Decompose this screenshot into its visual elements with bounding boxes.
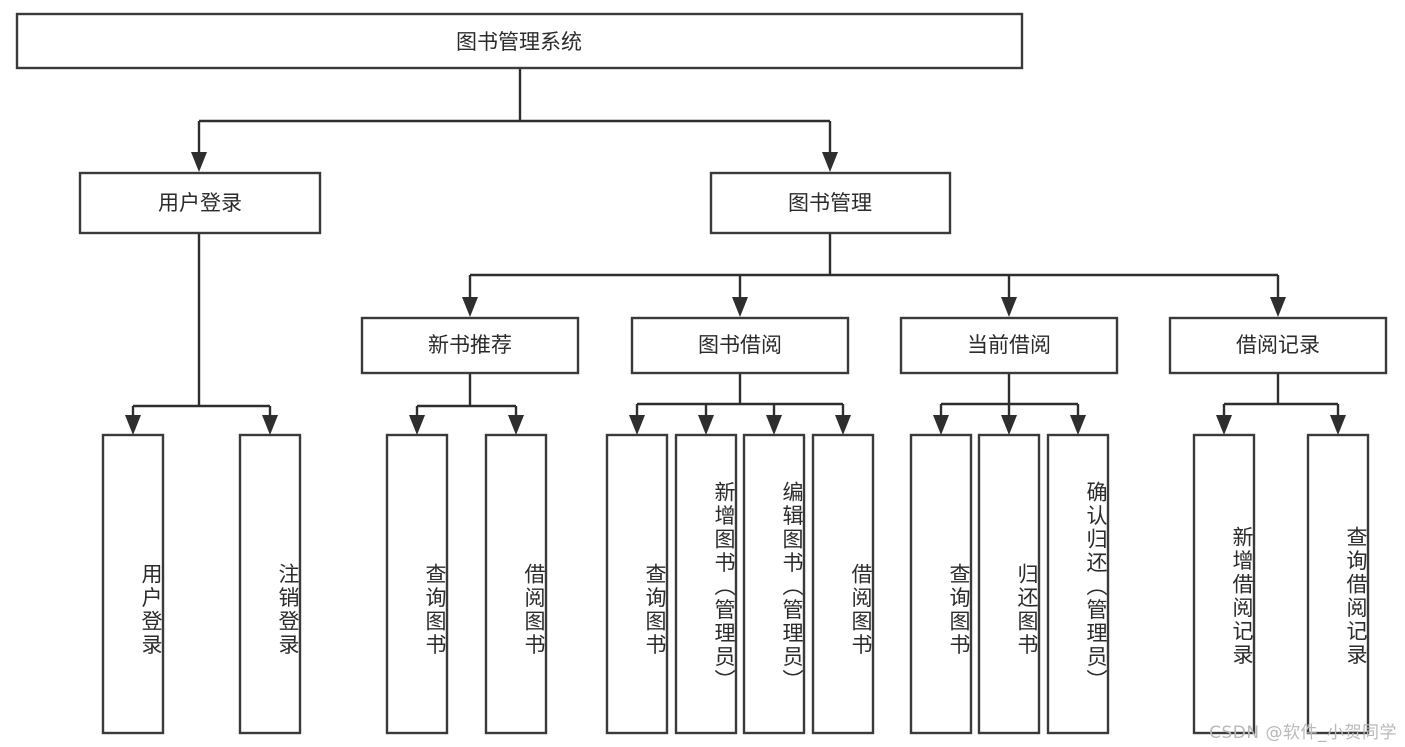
node-book-manage[interactable]: 图书管理: [709, 171, 952, 235]
leaf-box-current-borrow-3[interactable]: [1046, 433, 1110, 735]
connectors: [125, 68, 1346, 435]
leaf-box-book-borrow-2[interactable]: [674, 433, 738, 735]
arrow-user-login-leaf-1: [125, 415, 141, 435]
arrow-to-new-book: [462, 297, 478, 317]
leaf-box-user-login-1[interactable]: [101, 433, 165, 735]
node-user-login[interactable]: 用户登录: [78, 171, 322, 235]
node-new-book-recommend-box[interactable]: [360, 316, 580, 375]
leaf-box-book-borrow-1[interactable]: [605, 433, 669, 735]
leaf-box-book-borrow-4[interactable]: [811, 433, 875, 735]
node-book-manage-box[interactable]: [709, 171, 952, 235]
node-book-manage-label: 图书管理: [788, 191, 872, 215]
leaf-box-new-book-1[interactable]: [385, 433, 449, 735]
node-current-borrow-label: 当前借阅: [967, 333, 1051, 357]
node-user-login-label: 用户登录: [158, 191, 242, 215]
node-new-book-recommend[interactable]: 新书推荐: [360, 316, 580, 375]
watermark: CSDN @软件_小贺同学: [1209, 723, 1397, 743]
node-book-borrow[interactable]: 图书借阅: [630, 316, 850, 375]
leaf-box-current-borrow-2[interactable]: [977, 433, 1041, 735]
arrow-to-book-borrow: [732, 297, 748, 317]
arrow-new-book-leaf-1: [409, 415, 425, 435]
arrow-new-book-leaf-2: [508, 415, 524, 435]
arrow-borrow-record-leaf-2: [1330, 415, 1346, 435]
arrow-book-borrow-leaf-4: [835, 415, 851, 435]
leaf-box-borrow-record-2[interactable]: [1306, 433, 1370, 735]
node-book-borrow-label: 图书借阅: [698, 333, 782, 357]
leaf-box-user-login-2[interactable]: [238, 433, 302, 735]
node-root-box[interactable]: [15, 12, 1024, 70]
arrow-root-to-user-login: [191, 152, 207, 172]
node-new-book-recommend-label: 新书推荐: [428, 333, 512, 357]
arrow-root-to-book-manage: [822, 152, 838, 172]
leaf-box-new-book-2[interactable]: [484, 433, 548, 735]
leaf-boxes: [101, 433, 1370, 735]
node-root[interactable]: 图书管理系统: [15, 12, 1024, 70]
arrow-current-borrow-leaf-2: [1001, 415, 1017, 435]
arrow-book-borrow-leaf-2: [698, 415, 714, 435]
node-user-login-box[interactable]: [78, 171, 322, 235]
node-current-borrow[interactable]: 当前借阅: [899, 316, 1119, 375]
node-current-borrow-box[interactable]: [899, 316, 1119, 375]
node-book-borrow-box[interactable]: [630, 316, 850, 375]
leaf-box-book-borrow-3[interactable]: [742, 433, 806, 735]
node-borrow-record-box[interactable]: [1168, 316, 1388, 375]
node-borrow-record[interactable]: 借阅记录: [1168, 316, 1388, 375]
arrow-to-borrow-record: [1270, 297, 1286, 317]
arrow-book-borrow-leaf-3: [766, 415, 782, 435]
node-root-label: 图书管理系统: [456, 30, 582, 54]
arrow-borrow-record-leaf-1: [1216, 415, 1232, 435]
arrow-book-borrow-leaf-1: [629, 415, 645, 435]
leaf-box-current-borrow-1[interactable]: [909, 433, 973, 735]
arrow-user-login-leaf-2: [262, 415, 278, 435]
arrow-current-borrow-leaf-1: [933, 415, 949, 435]
node-borrow-record-label: 借阅记录: [1236, 333, 1320, 357]
arrow-current-borrow-leaf-3: [1070, 415, 1086, 435]
leaf-box-borrow-record-1[interactable]: [1192, 433, 1256, 735]
arrow-to-current-borrow: [1001, 297, 1017, 317]
